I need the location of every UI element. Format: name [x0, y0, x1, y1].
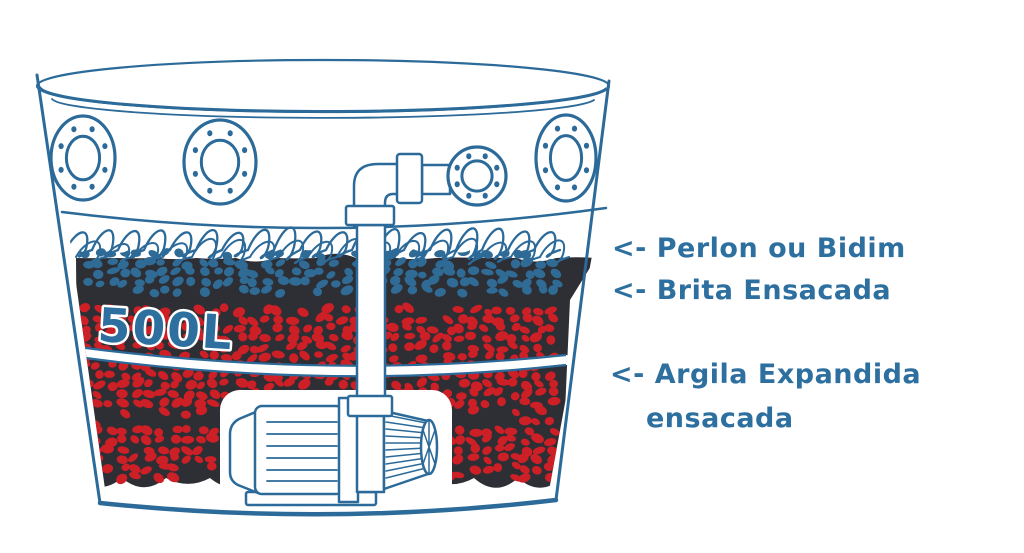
- pipe-pump-fitting: [346, 394, 394, 418]
- pump: [220, 390, 452, 507]
- pump-head: [355, 406, 386, 494]
- tank-rim-front: [38, 86, 608, 113]
- tank-seam-line: [73, 345, 571, 378]
- tank-outline: [35, 58, 611, 517]
- annotation-argila-line2: ensacada: [646, 403, 794, 434]
- tank-left-wall: [35, 73, 102, 505]
- tank-bottom: [97, 497, 559, 517]
- annotation-perlon: <- Perlon ou Bidim: [612, 233, 906, 264]
- pipe-vertical-segment: [355, 223, 387, 407]
- pump-endcap-spokes: [422, 420, 436, 474]
- pipe-coupling-horizontal: [395, 152, 424, 205]
- perlon-layer: [66, 216, 596, 266]
- pump-motor-fins: [266, 421, 338, 482]
- annotation-argila-line1: <- Argila Expandida: [610, 359, 922, 390]
- tank-rim-lip: [51, 98, 595, 119]
- tank-right-wall: [554, 79, 611, 502]
- filter-layers: [73, 247, 596, 488]
- pipe-horizontal-segment: [420, 163, 452, 196]
- water-line: [60, 206, 608, 230]
- pump-strainer-ribs: [385, 414, 427, 479]
- inlet-pipe: [344, 152, 452, 418]
- pipe-flange-icon: [446, 145, 508, 207]
- flange-icons: [49, 113, 598, 206]
- annotation-brita: <- Brita Ensacada: [612, 275, 892, 306]
- pipe-coupling-vertical: [344, 204, 396, 227]
- pump-motor-cap: [228, 409, 260, 495]
- tank-capacity-label: 500L: [96, 298, 235, 361]
